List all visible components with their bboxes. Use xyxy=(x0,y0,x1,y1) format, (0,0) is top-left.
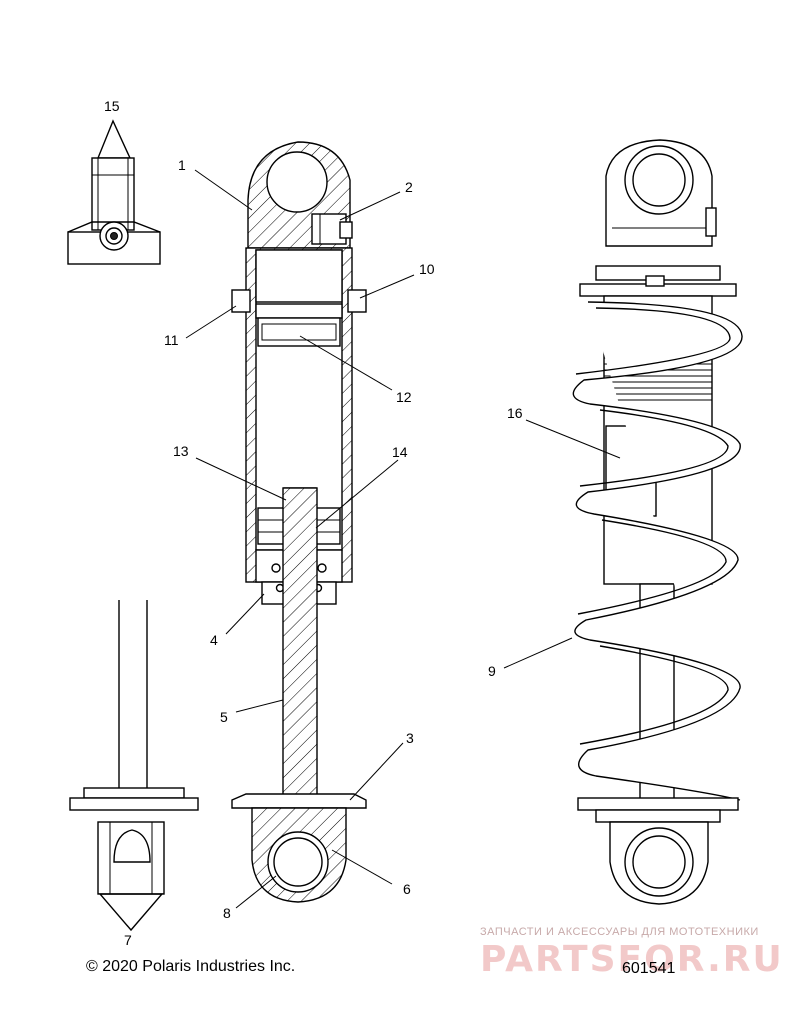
diagram-id: 601541 xyxy=(622,960,676,977)
callout-8: 8 xyxy=(223,905,231,921)
callout-4: 4 xyxy=(210,632,218,648)
shock-cross-section xyxy=(231,141,367,903)
detail-7-bumper xyxy=(69,600,199,932)
watermark-tagline: ЗАПЧАСТИ И АКСЕССУАРЫ ДЛЯ МОТОТЕХНИКИ xyxy=(480,926,759,938)
watermark: ЗАПЧАСТИ И АКСЕССУАРЫ ДЛЯ МОТОТЕХНИКИ PA… xyxy=(480,926,784,980)
watermark-brand: PARTSFOR.RU xyxy=(480,939,784,980)
callout-12: 12 xyxy=(396,389,412,405)
callout-14: 14 xyxy=(392,444,408,460)
callout-6: 6 xyxy=(403,881,411,897)
callout-9: 9 xyxy=(488,663,496,679)
callout-1: 1 xyxy=(178,157,186,173)
shock-assembled-with-spring xyxy=(572,139,743,905)
callout-7: 7 xyxy=(124,932,132,948)
callout-16: 16 xyxy=(507,405,523,421)
callout-13: 13 xyxy=(173,443,189,459)
callout-15: 15 xyxy=(104,98,120,114)
copyright-text: © 2020 Polaris Industries Inc. xyxy=(86,958,296,975)
coil-spring xyxy=(572,301,743,801)
callout-3: 3 xyxy=(406,730,414,746)
callout-2: 2 xyxy=(405,179,413,195)
callout-11: 11 xyxy=(164,332,179,348)
callout-5: 5 xyxy=(220,709,228,725)
callout-leaders xyxy=(185,169,621,909)
callout-10: 10 xyxy=(419,261,435,277)
detail-15-eyelet-view xyxy=(67,119,161,265)
callout-numbers: 1 2 3 4 5 6 7 8 9 10 11 12 13 14 15 16 xyxy=(104,98,523,948)
